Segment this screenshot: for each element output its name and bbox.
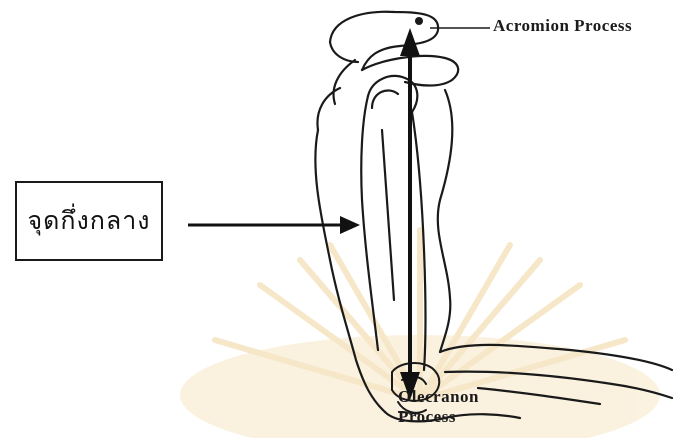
olecranon-process-label: Olecranon Process bbox=[398, 387, 478, 426]
midpoint-label-box: จุดกึ่งกลาง bbox=[15, 181, 163, 261]
acromion-landmark-dot bbox=[415, 17, 423, 25]
acromion-process-label: Acromion Process bbox=[493, 16, 632, 36]
shoulder bbox=[317, 12, 458, 130]
humerus bbox=[361, 76, 425, 370]
midpoint-pointer-arrow bbox=[188, 216, 360, 234]
midpoint-label: จุดกึ่งกลาง bbox=[28, 201, 151, 241]
